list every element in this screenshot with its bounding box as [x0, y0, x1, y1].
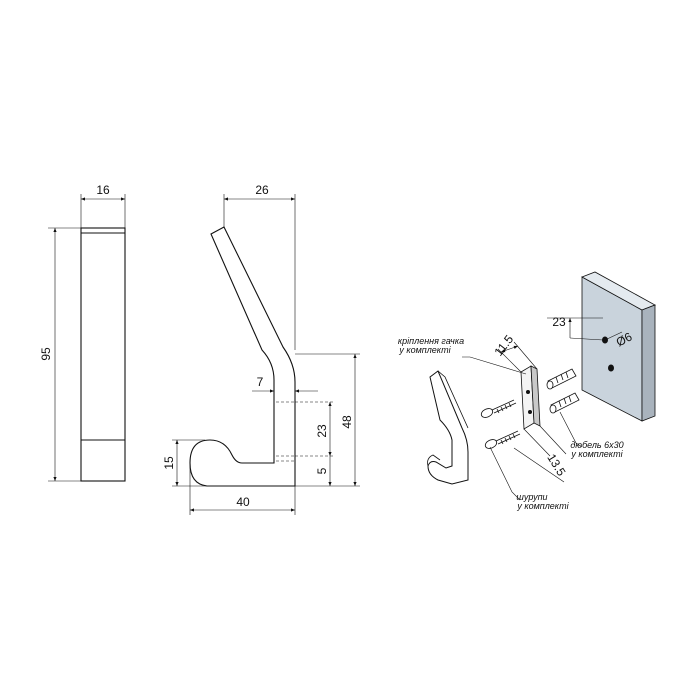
bracket-hole-top — [526, 390, 530, 394]
small-hook-tip — [427, 454, 441, 467]
screw-bottom-shank — [495, 430, 521, 445]
dowel-note-line2: у комплекті — [570, 449, 623, 459]
bracket-depth-ext-left — [523, 428, 551, 457]
dowel-note-line1: дюбель 6х30 — [570, 440, 623, 450]
bracket-thickness-label: 11.5 — [491, 332, 516, 359]
front-height-label: 48 — [340, 415, 354, 429]
dowel-note-leader — [559, 411, 583, 448]
screw-top-head — [480, 408, 494, 418]
hook-profile — [189, 226, 296, 487]
screw-top-shank — [491, 399, 517, 414]
screw-top — [480, 399, 517, 418]
wall-hole-spacing-label: 23 — [552, 315, 566, 329]
screws-note-line2: у комплекті — [516, 501, 569, 511]
bracket-thickness-dim-line — [500, 345, 519, 353]
bracket-hole-bottom — [528, 410, 532, 414]
small-hook — [427, 370, 469, 485]
screws-note-line1: шурупи — [516, 492, 547, 502]
wall-block-side — [641, 304, 656, 422]
front-view: 26 7 23 5 48 15 40 — [162, 183, 360, 515]
bracket-depth-dim-line — [513, 447, 565, 483]
bracket-depth-ext-right — [539, 425, 567, 455]
front-top-offset-label: 26 — [255, 183, 269, 197]
wall-diameter-leader — [604, 331, 623, 341]
wall-hole-bottom — [608, 364, 614, 372]
bracket-note-leader — [462, 356, 527, 375]
screws-note-leader — [489, 446, 521, 501]
bracket-note-line2: у комплекті — [398, 345, 451, 355]
mounting-view: 23 Ø6 11.5 13.5 — [398, 271, 656, 511]
front-thickness-label: 7 — [257, 375, 264, 389]
side-view-body — [80, 227, 126, 482]
front-spacing-label: 23 — [315, 424, 329, 438]
side-width-label: 16 — [96, 183, 110, 197]
dowel-top-body — [547, 368, 577, 389]
front-hook-height-label: 15 — [162, 456, 176, 470]
wall-spacing-ext-bottom — [569, 337, 604, 341]
dowel-bottom-end — [549, 404, 557, 414]
small-hook-body — [427, 370, 469, 485]
dowel-top — [546, 368, 577, 390]
side-height-label: 95 — [39, 347, 53, 361]
bracket-thickness-ext-left — [497, 348, 522, 373]
front-bottom-hole-label: 5 — [315, 467, 329, 474]
wall-block — [581, 271, 656, 422]
screw-bottom-head — [484, 439, 498, 449]
wall-hole-diameter-label: Ø6 — [614, 329, 635, 349]
dowel-bottom — [549, 392, 580, 414]
bracket-depth-label: 13.5 — [544, 451, 568, 479]
mounting-bracket — [520, 365, 541, 430]
bracket-note-line1: кріплення гачка — [398, 336, 464, 346]
small-hook-edge — [437, 370, 469, 429]
screw-bottom — [484, 430, 521, 449]
dowel-bottom-body — [550, 392, 580, 413]
front-width-label: 40 — [236, 495, 250, 509]
dowel-top-end — [546, 380, 554, 390]
side-view: 16 95 — [39, 183, 126, 482]
